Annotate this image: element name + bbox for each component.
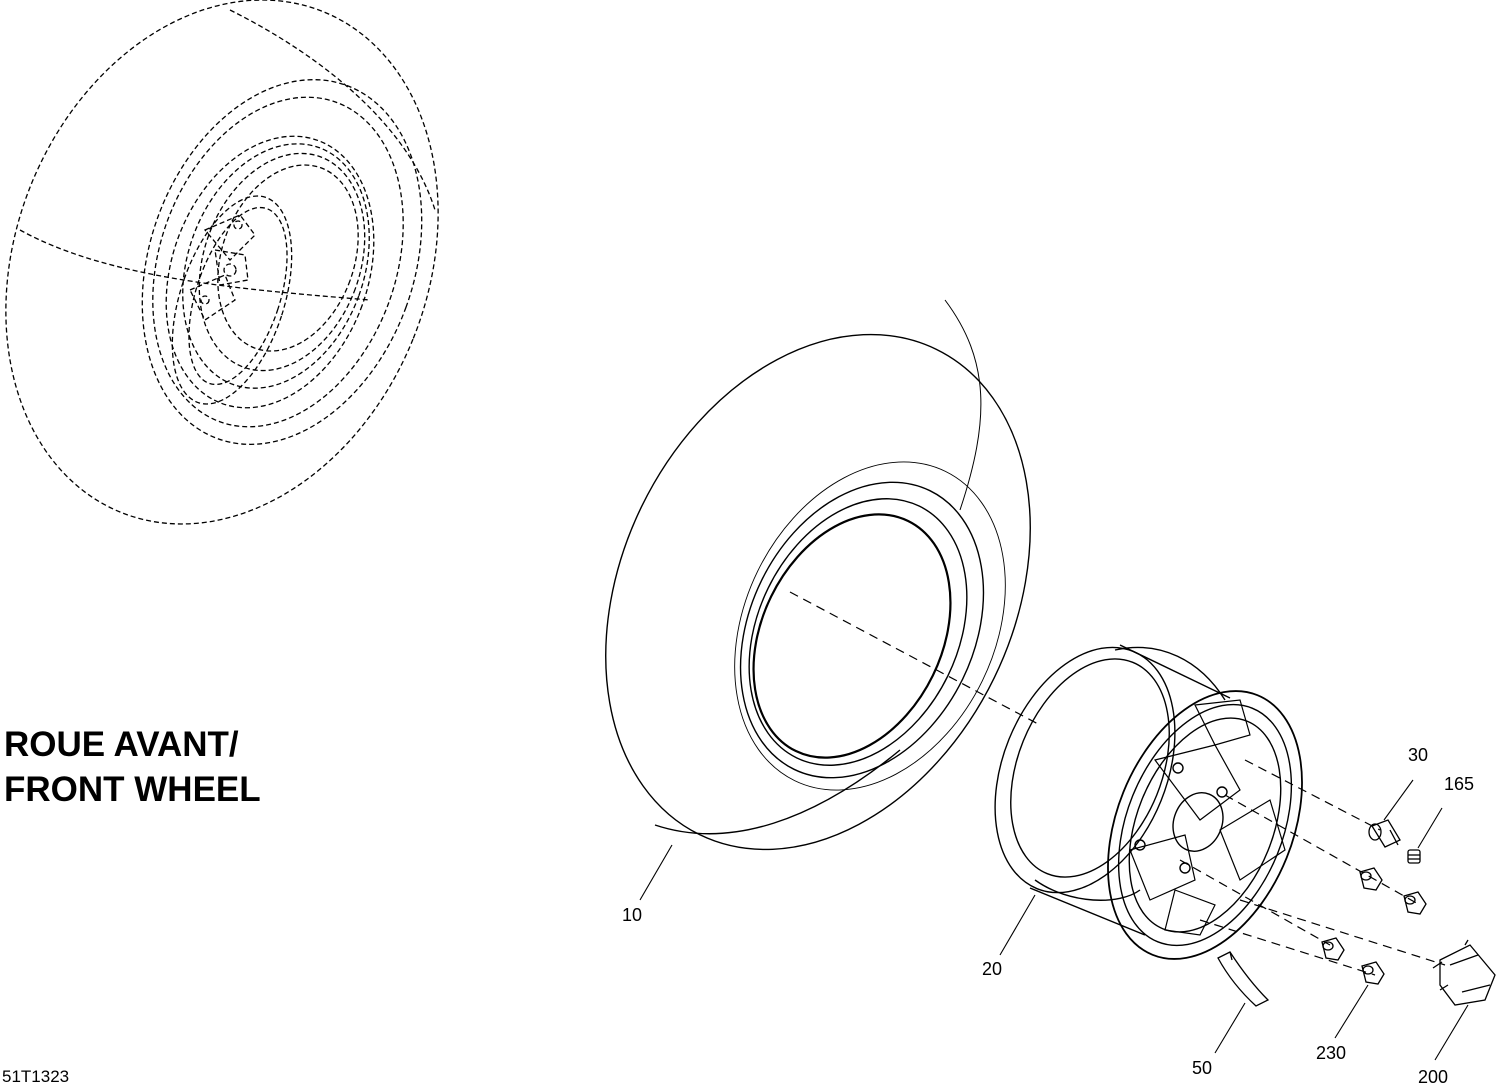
balance-weight <box>1217 951 1270 1007</box>
callout-weight: 50 <box>1192 1058 1213 1078</box>
callout-valve: 30 <box>1408 745 1429 765</box>
assembled-wheel-phantom <box>5 0 439 525</box>
callout-rim: 20 <box>982 959 1003 979</box>
leader-lines <box>639 779 1469 1061</box>
wheel-nuts <box>1321 867 1427 985</box>
callout-tire: 10 <box>622 905 643 925</box>
wheel-nut <box>1361 961 1385 985</box>
diagram-title-line-2: FRONT WHEEL <box>4 770 261 809</box>
callout-cap: 165 <box>1444 774 1475 794</box>
valve-cap <box>1407 849 1421 864</box>
assembly-axis <box>789 591 1446 976</box>
callout-hub-cap: 200 <box>1418 1067 1449 1087</box>
hub-cap <box>1432 939 1496 1006</box>
wheel-nut <box>1321 937 1345 961</box>
tire <box>605 299 1031 851</box>
wheel-nut <box>1403 891 1427 915</box>
diagram-title-line-1: ROUE AVANT/ <box>4 725 239 764</box>
reference-code: 51T1323 <box>2 1067 70 1086</box>
valve-stem <box>1368 819 1401 848</box>
callout-nut: 230 <box>1316 1043 1347 1063</box>
rim <box>994 644 1303 960</box>
wheel-nut <box>1359 867 1383 891</box>
